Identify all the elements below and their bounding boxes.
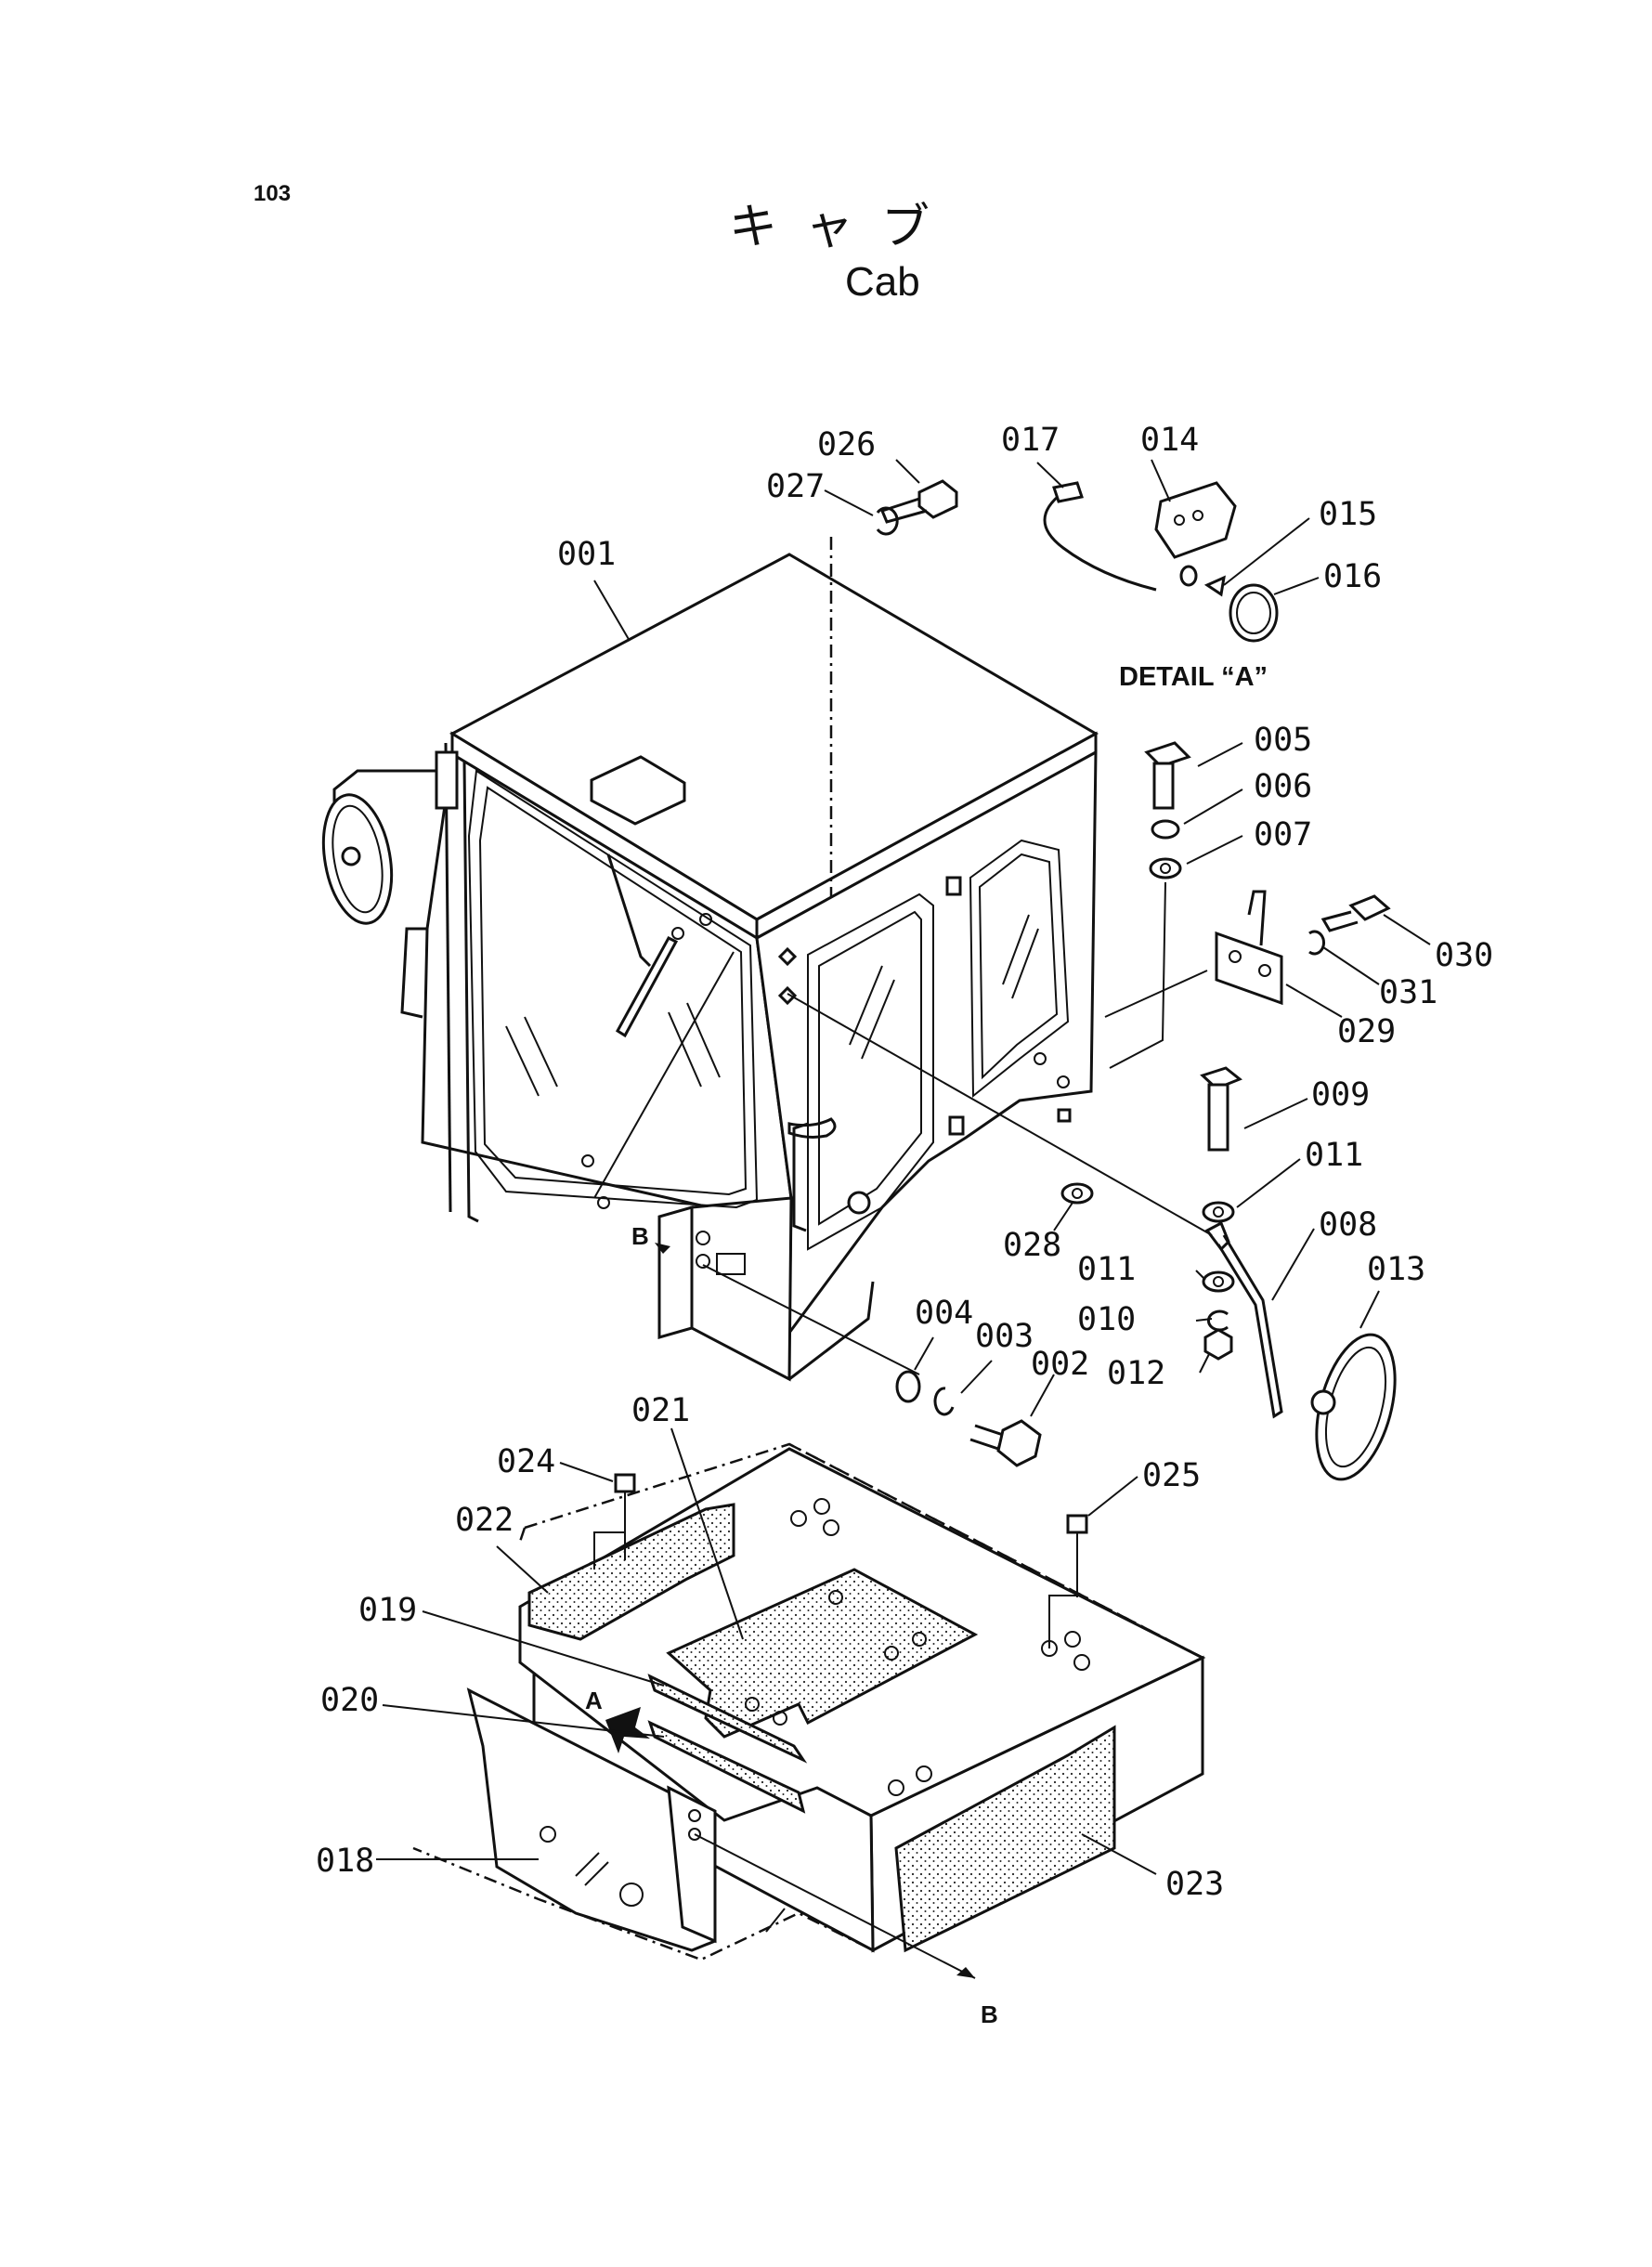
lens-016: [1229, 583, 1279, 643]
bulb-015: [1179, 565, 1198, 587]
bolt-030: [1320, 894, 1391, 932]
label-025: 025: [1142, 1457, 1201, 1494]
roof-vent: [590, 755, 686, 826]
detail-a-assembly: [1043, 481, 1279, 643]
label-031: 031: [1379, 974, 1437, 1011]
plug-024: [593, 1473, 636, 1570]
base-frame: A B B: [412, 1222, 1206, 2028]
label-014: 014: [1140, 422, 1199, 459]
title-english: Cab: [845, 259, 920, 305]
label-008: 008: [1319, 1206, 1377, 1244]
view-b-mark-lower: B: [981, 2000, 998, 2028]
connector-017: [1052, 481, 1084, 503]
wiper-blade: [616, 936, 679, 1038]
label-015: 015: [1319, 496, 1377, 533]
washer-006: [1151, 819, 1180, 840]
label-002: 002: [1031, 1346, 1089, 1383]
view-a-arrow: [605, 1707, 650, 1753]
bolt-002: [969, 1419, 1042, 1467]
bracket-029: [1215, 890, 1283, 1006]
label-020: 020: [320, 1682, 379, 1719]
label-007: 007: [1254, 816, 1312, 853]
label-021: 021: [631, 1392, 690, 1429]
wiper-arm: [606, 853, 652, 968]
label-001: 001: [557, 536, 616, 573]
label-004: 004: [915, 1295, 973, 1332]
side-door: [807, 892, 934, 1251]
cab-assembly: [400, 553, 1099, 1382]
insulation-023: [894, 1725, 1116, 1953]
door-latch-handle: [787, 1117, 837, 1139]
mirror-013: [1310, 1333, 1397, 1481]
label-006: 006: [1254, 768, 1312, 805]
page-number: 103: [254, 181, 291, 206]
washer-031: [1308, 930, 1326, 956]
part-labels: 001 002 003 004 005 006 007 008 009 010 …: [316, 422, 1493, 1903]
label-018: 018: [316, 1843, 374, 1880]
label-011-upper: 011: [1305, 1137, 1363, 1174]
bolt-026: [879, 479, 958, 524]
washer-027: [876, 506, 899, 536]
label-023: 023: [1165, 1866, 1224, 1903]
label-016: 016: [1323, 558, 1382, 595]
view-a-mark: A: [585, 1687, 603, 1714]
label-010: 010: [1077, 1301, 1136, 1338]
leader-lines: [376, 459, 1431, 1875]
nut-012: [1203, 1328, 1233, 1361]
side-rear-window: [969, 839, 1070, 1099]
bolt-005: [1144, 741, 1191, 810]
front-window: [467, 769, 759, 1209]
view-b-mark-upper: B: [631, 1222, 649, 1250]
label-028: 028: [1003, 1227, 1061, 1264]
title-japanese: キャブ: [729, 200, 957, 255]
washer-003: [933, 1387, 955, 1416]
spring-washer-010: [1206, 1309, 1229, 1332]
label-012: 012: [1107, 1355, 1165, 1392]
label-026: 026: [817, 426, 876, 463]
mirror-stay-008: [787, 993, 1283, 1419]
harness-wire: [1043, 490, 1157, 592]
label-027: 027: [766, 468, 825, 505]
label-022: 022: [455, 1502, 514, 1539]
label-029: 029: [1337, 1013, 1396, 1050]
label-017: 017: [1001, 422, 1060, 459]
washer-004: [895, 1370, 921, 1403]
left-mirror: [321, 750, 459, 925]
label-019: 019: [358, 1592, 417, 1629]
label-013: 013: [1367, 1251, 1425, 1288]
label-030: 030: [1435, 937, 1493, 974]
seal-strip-020: [647, 1720, 806, 1814]
label-011-lower: 011: [1077, 1251, 1136, 1288]
label-024: 024: [497, 1443, 555, 1480]
bolt-009: [1200, 1066, 1242, 1152]
label-003: 003: [975, 1318, 1034, 1355]
label-005: 005: [1254, 722, 1312, 759]
plug-025: [1048, 1514, 1088, 1648]
floor-mat: [666, 1568, 979, 1739]
insulation-022: [527, 1503, 735, 1641]
detail-a-label: DETAIL “A”: [1119, 662, 1268, 692]
seal-strip-019: [647, 1674, 808, 1764]
label-009: 009: [1311, 1076, 1370, 1114]
